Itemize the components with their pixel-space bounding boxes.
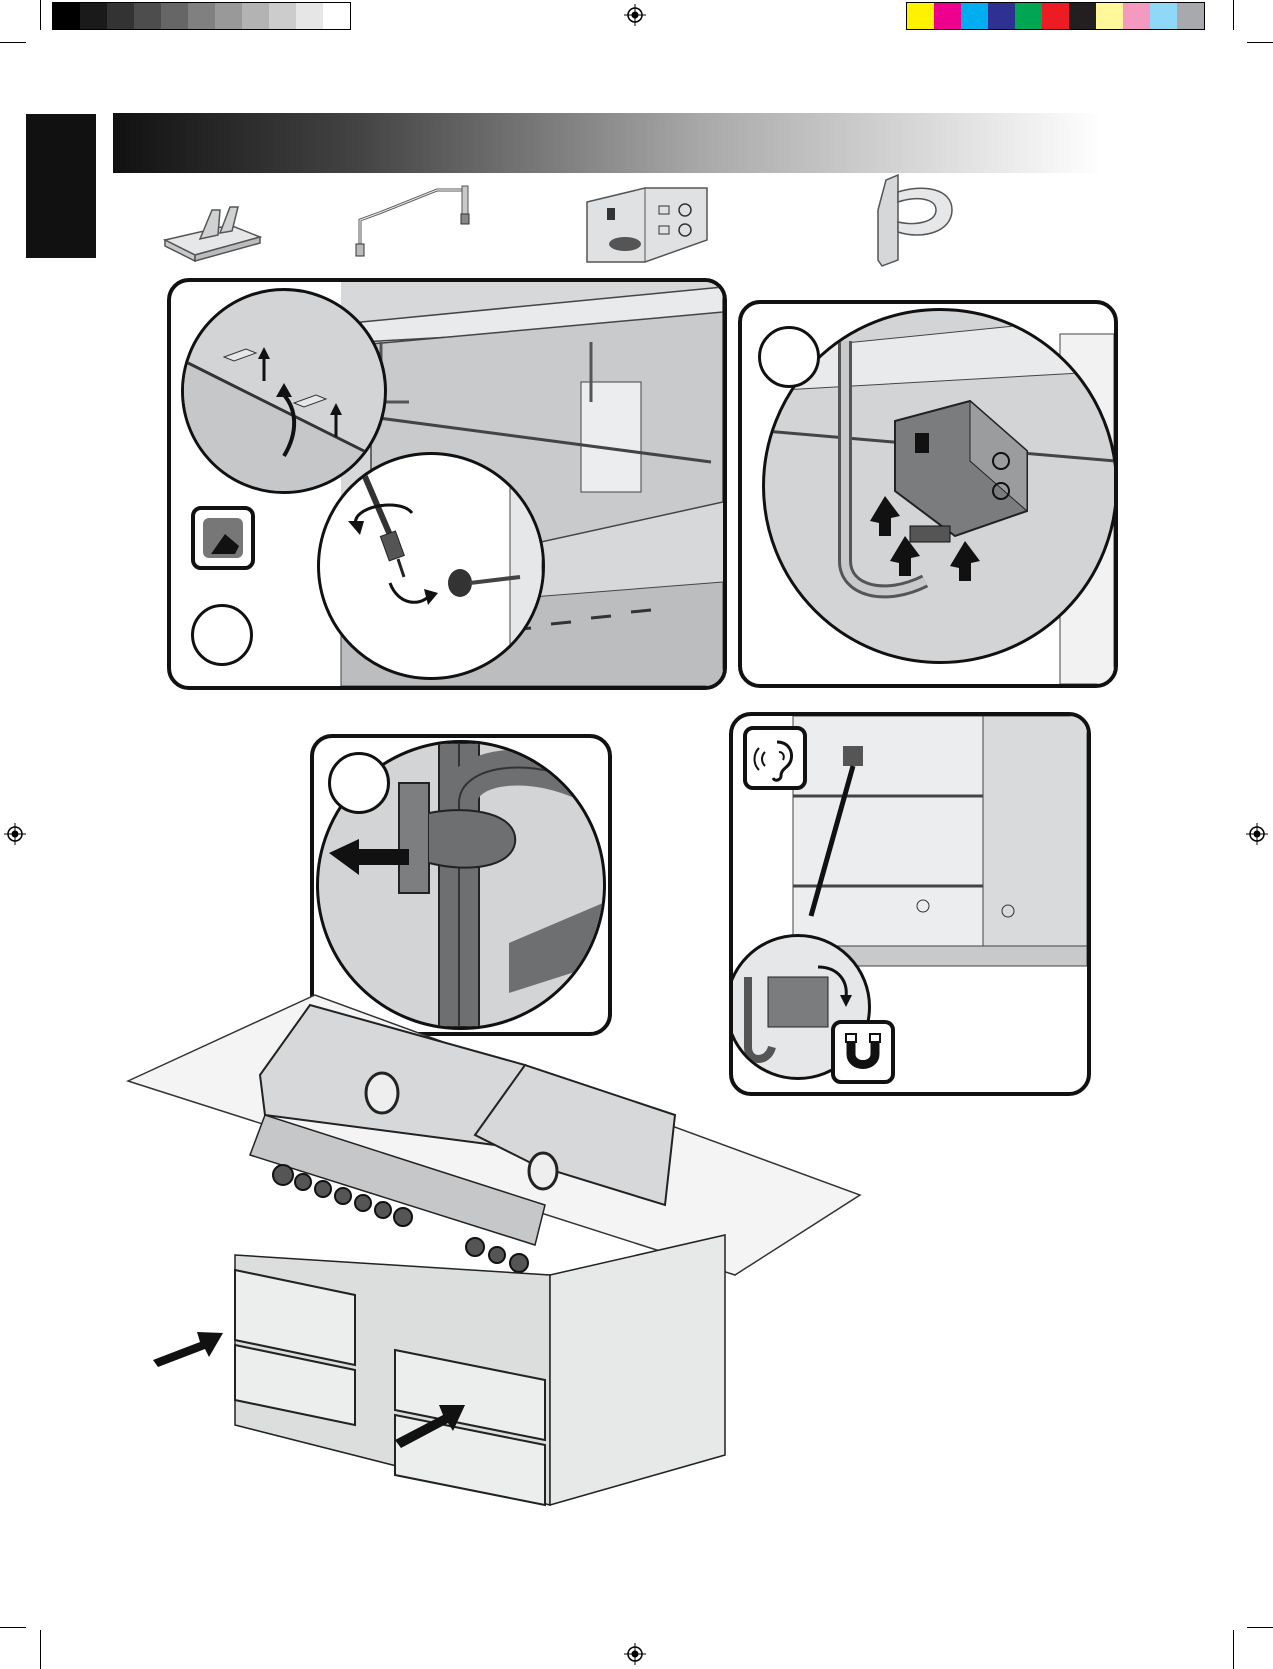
process-swatch (907, 3, 934, 29)
plug-icon (191, 506, 255, 570)
registration-mark-icon (624, 1643, 646, 1665)
crop-mark (40, 0, 41, 30)
process-swatch (1177, 3, 1204, 29)
process-swatch (988, 3, 1015, 29)
process-swatch (1096, 3, 1123, 29)
process-swatch (1069, 3, 1096, 29)
process-swatch (934, 3, 961, 29)
grayscale-swatch (296, 3, 323, 29)
crop-mark (1233, 0, 1234, 30)
ear-icon (743, 726, 807, 790)
process-swatch (1042, 3, 1069, 29)
grayscale-swatch (161, 3, 188, 29)
grayscale-swatch (269, 3, 296, 29)
grayscale-swatch (80, 3, 107, 29)
grayscale-color-bar (52, 2, 351, 30)
registration-mark-icon (4, 823, 26, 845)
process-swatch (1123, 3, 1150, 29)
crop-mark (1233, 1630, 1234, 1669)
arrow-left-icon (329, 839, 409, 875)
arrow-up-icon (258, 347, 270, 381)
callout-clip-removal (181, 288, 387, 494)
step-panel-control-box (738, 300, 1118, 688)
process-color-bar (906, 2, 1205, 30)
registration-mark-icon (1246, 823, 1268, 845)
grayscale-swatch (134, 3, 161, 29)
grill-assembly-illustration (125, 985, 865, 1545)
wire-clip-icon (160, 195, 265, 265)
probe-icon (352, 180, 482, 260)
crop-mark (0, 1627, 26, 1628)
grayscale-swatch (53, 3, 80, 29)
crop-mark (1247, 1627, 1273, 1628)
grayscale-swatch (215, 3, 242, 29)
process-swatch (1150, 3, 1177, 29)
step-number-circle (191, 604, 253, 666)
header-bar (113, 113, 1103, 173)
process-swatch (1015, 3, 1042, 29)
language-tab (26, 114, 96, 258)
grayscale-swatch (188, 3, 215, 29)
arrow-up-icon (330, 403, 342, 437)
control-box-icon (585, 180, 710, 270)
grayscale-swatch (242, 3, 269, 29)
grayscale-swatch (323, 3, 350, 29)
step-number-circle (328, 752, 390, 814)
crop-mark (40, 1630, 41, 1669)
step-number-circle (758, 326, 820, 388)
process-swatch (961, 3, 988, 29)
crop-mark (0, 42, 26, 43)
grayscale-swatch (107, 3, 134, 29)
callout-probe-connection (317, 452, 545, 680)
crop-mark (1247, 42, 1273, 43)
step-panel-probe-install (167, 278, 727, 690)
registration-mark-icon (624, 4, 646, 26)
clamp-icon (872, 170, 957, 270)
